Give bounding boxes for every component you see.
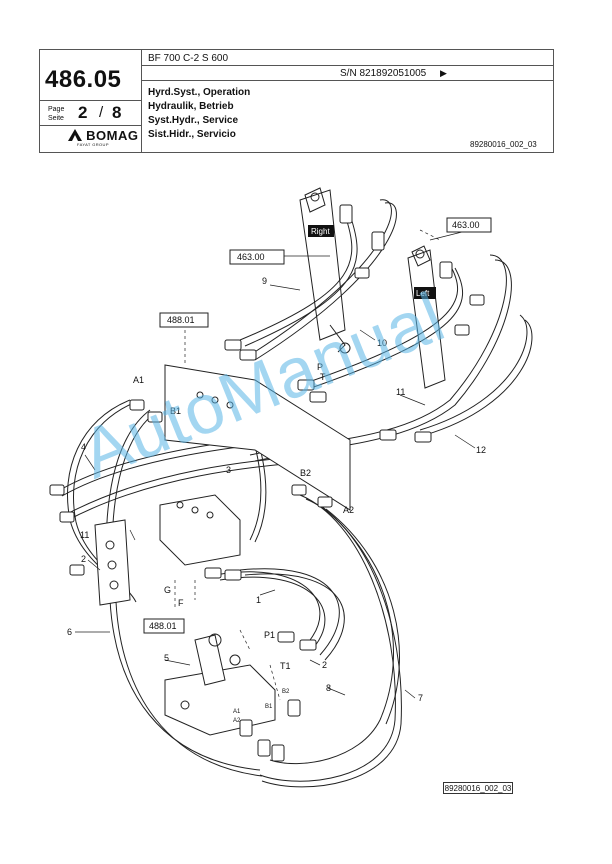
port-label: T1: [280, 661, 291, 671]
port-label: A1: [233, 709, 241, 715]
divider: [141, 80, 554, 81]
item-number: 8: [326, 683, 331, 693]
section-titles: Hyrd.Syst., Operation Hydraulik, Betrieb…: [148, 86, 250, 142]
group-number: 486.05: [45, 66, 122, 93]
side-manifold: [94, 519, 131, 606]
port-label: B1: [265, 704, 273, 710]
title-block: BF 700 C-2 S 600 S/N 821892051005 ▶ 486.…: [39, 49, 554, 153]
item-number: 11: [396, 387, 405, 397]
port-label: F: [178, 598, 184, 608]
page-separator: /: [99, 104, 104, 121]
page-total: 8: [112, 103, 122, 122]
callout-488-bottom: 488.01: [149, 621, 177, 631]
callout-488-top: 488.01: [167, 315, 195, 325]
doc-reference: 89280016_002_03: [470, 140, 537, 149]
page-label: Page Seite: [48, 105, 64, 123]
item-number: 1: [256, 595, 261, 605]
drawing-reference: 89280016_002_03: [443, 782, 513, 794]
port-label: A2: [233, 718, 241, 724]
callout-463-left: 463.00: [452, 220, 480, 230]
serial-number: S/N 821892051005: [340, 68, 427, 79]
model-name: BF 700 C-2 S 600: [148, 53, 229, 64]
divider: [40, 125, 141, 126]
brand-sub: FAYAT GROUP: [77, 142, 109, 147]
item-number: 6: [67, 627, 72, 637]
page-label-de: Page: [48, 106, 65, 113]
side-label-left: Left: [416, 289, 430, 298]
brand-logo: BOMAG: [68, 128, 138, 143]
port-label: A1: [133, 375, 144, 385]
port-label: B1: [170, 406, 181, 416]
item-number: 12: [476, 445, 486, 455]
serial-arrow-icon: ▶: [440, 68, 447, 78]
distribution-block: [159, 494, 241, 566]
page-number: 2: [78, 103, 88, 122]
item-number: 2: [322, 660, 327, 670]
side-label-right: Right: [311, 227, 330, 236]
port-label: B2: [300, 468, 311, 478]
divider: [40, 100, 141, 101]
title-es: Sist.Hidr., Servicio: [148, 129, 236, 140]
title-fr: Syst.Hydr., Service: [148, 115, 239, 126]
item-number: 2: [81, 554, 86, 564]
item-number: 3: [226, 465, 231, 475]
divider: [141, 65, 554, 66]
item-number: 11: [80, 530, 89, 540]
divider: [141, 50, 142, 152]
port-label: B2: [282, 689, 290, 695]
item-number: 5: [164, 653, 169, 663]
hydraulic-diagram: Right Left: [49, 187, 533, 788]
left-cylinder: [407, 245, 446, 389]
item-number: 10: [377, 338, 387, 348]
item-numbers: 9 10 11 12 4 11 2 3 6 1 5 2 8 7: [67, 276, 486, 703]
port-labels: A1 B1 P T B2 A2 G F P1 T1 A1 A2 B1 B2: [133, 362, 354, 724]
callout-463-right: 463.00: [237, 252, 265, 262]
port-label: T: [320, 372, 326, 382]
item-number: 9: [262, 276, 267, 286]
bomag-logo-icon: [68, 129, 82, 141]
item-number: 4: [81, 442, 86, 452]
fittings: [49, 204, 485, 762]
left-label-bg: [414, 287, 436, 299]
item-number: 7: [418, 693, 423, 703]
brand-name: BOMAG: [86, 128, 139, 143]
port-label: A2: [343, 505, 354, 515]
title-en: Hyrd.Syst., Operation: [148, 87, 251, 98]
page-label-en: Seite: [48, 115, 64, 122]
callout-boxes: [143, 217, 492, 634]
right-label-bg: [308, 225, 334, 237]
port-label: G: [164, 585, 171, 595]
port-label: P1: [264, 630, 275, 640]
port-label: P: [317, 362, 323, 372]
title-de: Hydraulik, Betrieb: [148, 101, 234, 112]
valve-block: [164, 664, 276, 736]
